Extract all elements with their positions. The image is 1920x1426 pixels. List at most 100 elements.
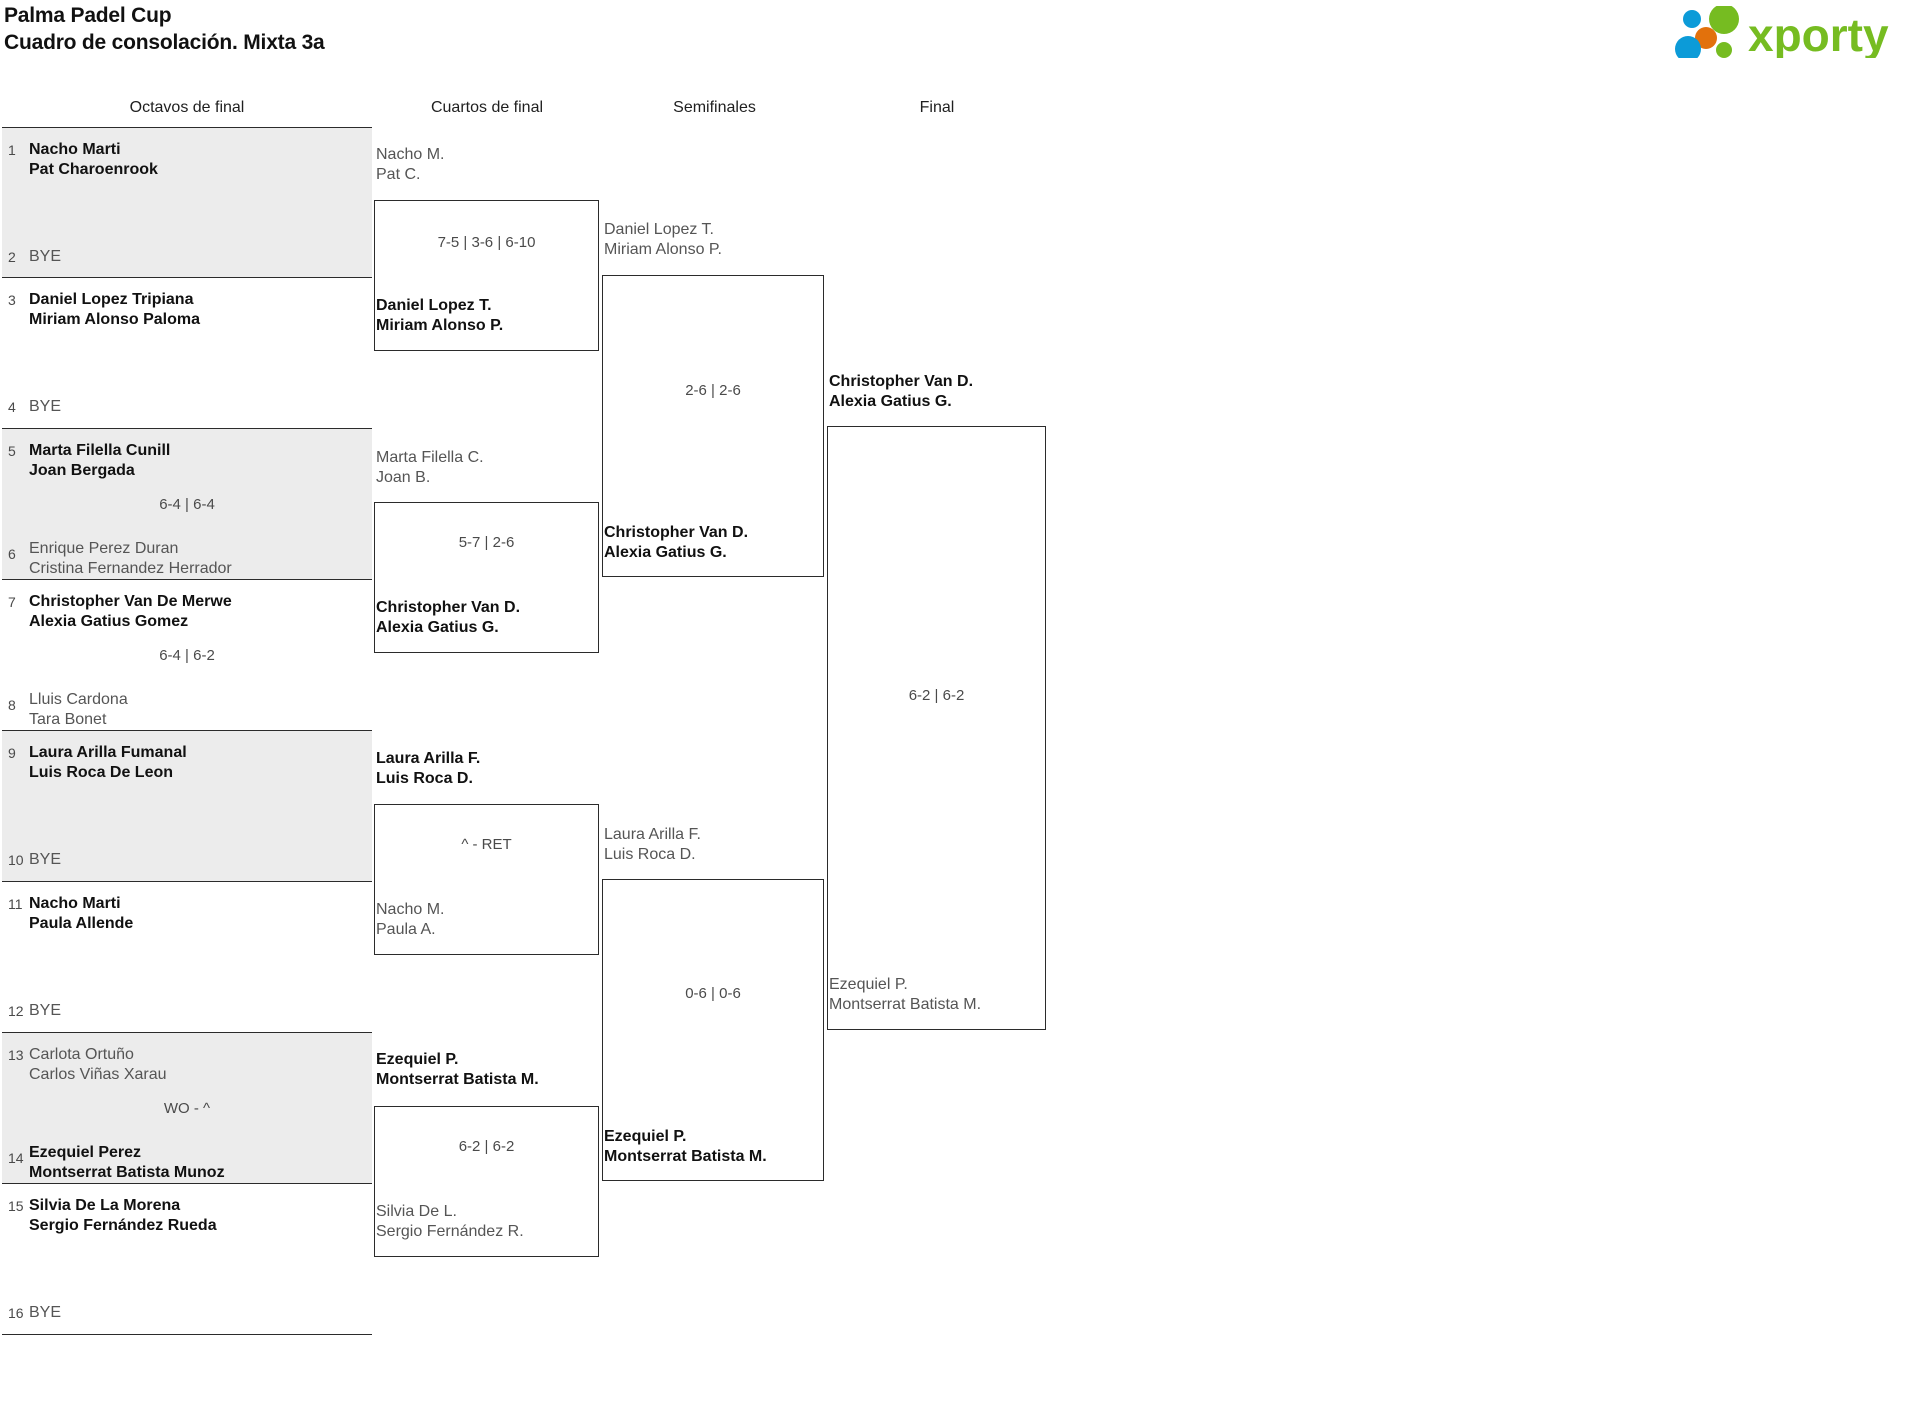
player-name: Pat Charoenrook: [29, 161, 158, 178]
round-header-octavos: Octavos de final: [129, 99, 245, 116]
player-name: Christopher Van De Merwe: [29, 593, 232, 610]
r4-team-top-1: Christopher Van D. Alexia Gatius G.: [829, 372, 973, 412]
r2-match-box-3[interactable]: [374, 804, 599, 955]
seed-number: 8: [8, 697, 16, 713]
page-title: Palma Padel Cup Cuadro de consolación. M…: [4, 2, 325, 56]
player-name: Ezequiel P.: [604, 1128, 687, 1145]
r3-match-box-1[interactable]: [602, 275, 824, 577]
player-name: Nacho M.: [376, 901, 445, 918]
player-name: Tara Bonet: [29, 711, 107, 728]
team-entry: Nacho Marti Pat Charoenrook: [29, 140, 158, 180]
seed-number: 16: [8, 1305, 24, 1321]
team-entry: Ezequiel Perez Montserrat Batista Munoz: [29, 1143, 225, 1183]
bracket-subtitle: Cuadro de consolación. Mixta 3a: [4, 31, 325, 54]
team-entry: Silvia De La Morena Sergio Fernández Rue…: [29, 1196, 217, 1236]
team-entry: Carlota Ortuño Carlos Viñas Xarau: [29, 1045, 167, 1085]
seed-number: 5: [8, 443, 16, 459]
match-score: WO - ^: [163, 1100, 211, 1117]
player-name: Marta Filella Cunill: [29, 442, 171, 459]
player-name: Silvia De La Morena: [29, 1197, 181, 1214]
player-name: Nacho M.: [376, 146, 445, 163]
r2-team-bottom-3: Nacho M. Paula A.: [376, 900, 444, 940]
xporty-logo[interactable]: xporty: [1672, 6, 1916, 58]
seed-number: 14: [8, 1150, 24, 1166]
player-name: Luis Roca D.: [604, 846, 696, 863]
team-entry: Laura Arilla Fumanal Luis Roca De Leon: [29, 743, 187, 783]
bye-entry: BYE: [29, 1002, 62, 1019]
player-name: Alexia Gatius G.: [829, 393, 952, 410]
match-score: 5-7 | 2-6: [458, 534, 515, 551]
player-name: Montserrat Batista M.: [604, 1148, 767, 1165]
player-name: Daniel Lopez T.: [376, 297, 492, 314]
r2-match-box-2[interactable]: [374, 502, 599, 653]
bye-entry: BYE: [29, 398, 62, 415]
r2-team-top-1: Nacho M. Pat C.: [376, 145, 444, 185]
seed-number: 10: [8, 852, 24, 868]
r2-team-top-3: Laura Arilla F. Luis Roca D.: [376, 749, 480, 789]
player-name: Alexia Gatius G.: [376, 619, 499, 636]
r3-team-top-1: Daniel Lopez T. Miriam Alonso P.: [604, 220, 722, 260]
player-name: Miriam Alonso Paloma: [29, 311, 200, 328]
player-name: Silvia De L.: [376, 1203, 457, 1220]
r1-match-6[interactable]: 11 Nacho Marti Paula Allende 12 BYE: [2, 882, 372, 1033]
match-score: ^ - RET: [461, 836, 512, 853]
player-name: Montserrat Batista M.: [829, 996, 982, 1013]
player-name: Laura Arilla F.: [376, 750, 481, 767]
tournament-name: Palma Padel Cup: [4, 4, 172, 27]
r2-team-bottom-2: Christopher Van D. Alexia Gatius G.: [376, 598, 520, 638]
r1-match-4[interactable]: 7 Christopher Van De Merwe Alexia Gatius…: [2, 580, 372, 731]
r1-match-3[interactable]: 5 Marta Filella Cunill Joan Bergada 6 En…: [2, 429, 372, 580]
seed-number: 12: [8, 1003, 24, 1019]
r2-match-box-4[interactable]: [374, 1106, 599, 1257]
player-name: Sergio Fernández R.: [376, 1223, 524, 1240]
player-name: Laura Arilla Fumanal: [29, 744, 187, 761]
team-entry: Daniel Lopez Tripiana Miriam Alonso Palo…: [29, 290, 200, 330]
player-name: Ezequiel Perez: [29, 1144, 142, 1161]
r2-team-top-4: Ezequiel P. Montserrat Batista M.: [376, 1050, 539, 1090]
r1-match-1[interactable]: 1 Nacho Marti Pat Charoenrook 2 BYE: [2, 127, 372, 278]
r2-team-bottom-4: Silvia De L. Sergio Fernández R.: [376, 1202, 524, 1242]
r1-match-7[interactable]: 13 Carlota Ortuño Carlos Viñas Xarau 14 …: [2, 1033, 372, 1184]
match-score: 6-4 | 6-4: [159, 496, 215, 513]
seed-number: 13: [8, 1047, 24, 1063]
player-name: Miriam Alonso P.: [376, 317, 504, 334]
r2-match-box-1[interactable]: [374, 200, 599, 351]
round-header-cuartos: Cuartos de final: [430, 99, 544, 116]
r3-team-bottom-1: Christopher Van D. Alexia Gatius G.: [604, 523, 748, 563]
round-header-final: Final: [919, 99, 955, 116]
bye-entry: BYE: [29, 851, 62, 868]
round1-column: 1 Nacho Marti Pat Charoenrook 2 BYE 3 Da…: [2, 127, 372, 1335]
player-name: Alexia Gatius G.: [604, 544, 727, 561]
player-name: Ezequiel P.: [829, 976, 908, 993]
player-name: Daniel Lopez Tripiana: [29, 291, 194, 308]
team-entry: Enrique Perez Duran Cristina Fernandez H…: [29, 539, 232, 579]
seed-number: 4: [8, 399, 16, 415]
r4-match-box-1[interactable]: [827, 426, 1046, 1030]
match-score: 2-6 | 2-6: [685, 382, 741, 399]
r1-match-2[interactable]: 3 Daniel Lopez Tripiana Miriam Alonso Pa…: [2, 278, 372, 429]
r1-match-5[interactable]: 9 Laura Arilla Fumanal Luis Roca De Leon…: [2, 731, 372, 882]
r3-team-top-2: Laura Arilla F. Luis Roca D.: [604, 825, 701, 865]
player-name: Enrique Perez Duran: [29, 540, 179, 557]
r1-match-8[interactable]: 15 Silvia De La Morena Sergio Fernández …: [2, 1184, 372, 1335]
player-name: Paula Allende: [29, 915, 134, 932]
player-name: Ezequiel P.: [376, 1051, 459, 1068]
player-name: Carlota Ortuño: [29, 1046, 134, 1063]
r3-match-box-2[interactable]: [602, 879, 824, 1181]
player-name: Sergio Fernández Rueda: [29, 1217, 217, 1234]
player-name: Montserrat Batista Munoz: [29, 1164, 225, 1181]
svg-text:xporty: xporty: [1748, 9, 1889, 58]
player-name: Laura Arilla F.: [604, 826, 701, 843]
seed-number: 7: [8, 594, 16, 610]
r4-team-bottom-1: Ezequiel P. Montserrat Batista M.: [829, 975, 981, 1015]
seed-number: 6: [8, 546, 16, 562]
seed-number: 9: [8, 745, 16, 761]
bye-entry: BYE: [29, 1304, 62, 1321]
player-name: Nacho Marti: [29, 141, 121, 158]
player-name: Joan B.: [376, 469, 431, 486]
seed-number: 3: [8, 292, 16, 308]
seed-number: 15: [8, 1198, 24, 1214]
player-name: Luis Roca De Leon: [29, 764, 174, 781]
player-name: Alexia Gatius Gomez: [29, 613, 189, 630]
team-entry: Christopher Van De Merwe Alexia Gatius G…: [29, 592, 232, 632]
